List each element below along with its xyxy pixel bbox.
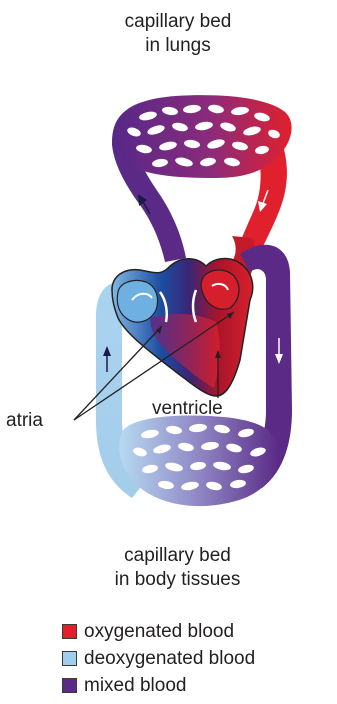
lung-capillary-bed-label: capillary bed in lungs (88, 10, 268, 58)
legend-item-deoxygenated: deoxygenated blood (62, 645, 255, 672)
deoxygenated-swatch (62, 651, 77, 666)
legend-item-oxygenated: oxygenated blood (62, 618, 255, 645)
legend-label-deoxygenated: deoxygenated blood (84, 648, 255, 670)
tissues-label-line1: capillary bed (70, 544, 285, 568)
oxygenated-swatch (62, 624, 77, 639)
heart (112, 259, 253, 396)
lungs-label-line1: capillary bed (88, 10, 268, 34)
legend: oxygenated blood deoxygenated blood mixe… (62, 618, 255, 699)
mixed-swatch (62, 678, 77, 693)
lung-capillary-bed (112, 95, 292, 178)
ventricle-label: ventricle (152, 398, 223, 420)
atria-label: atria (6, 410, 43, 432)
right-atrium (117, 280, 157, 322)
legend-label-oxygenated: oxygenated blood (84, 621, 234, 643)
lungs-label-line2: in lungs (88, 34, 268, 58)
body-capillary-bed-label: capillary bed in body tissues (70, 544, 285, 592)
legend-item-mixed: mixed blood (62, 672, 255, 699)
legend-label-mixed: mixed blood (84, 675, 186, 697)
tissues-label-line2: in body tissues (70, 568, 285, 592)
